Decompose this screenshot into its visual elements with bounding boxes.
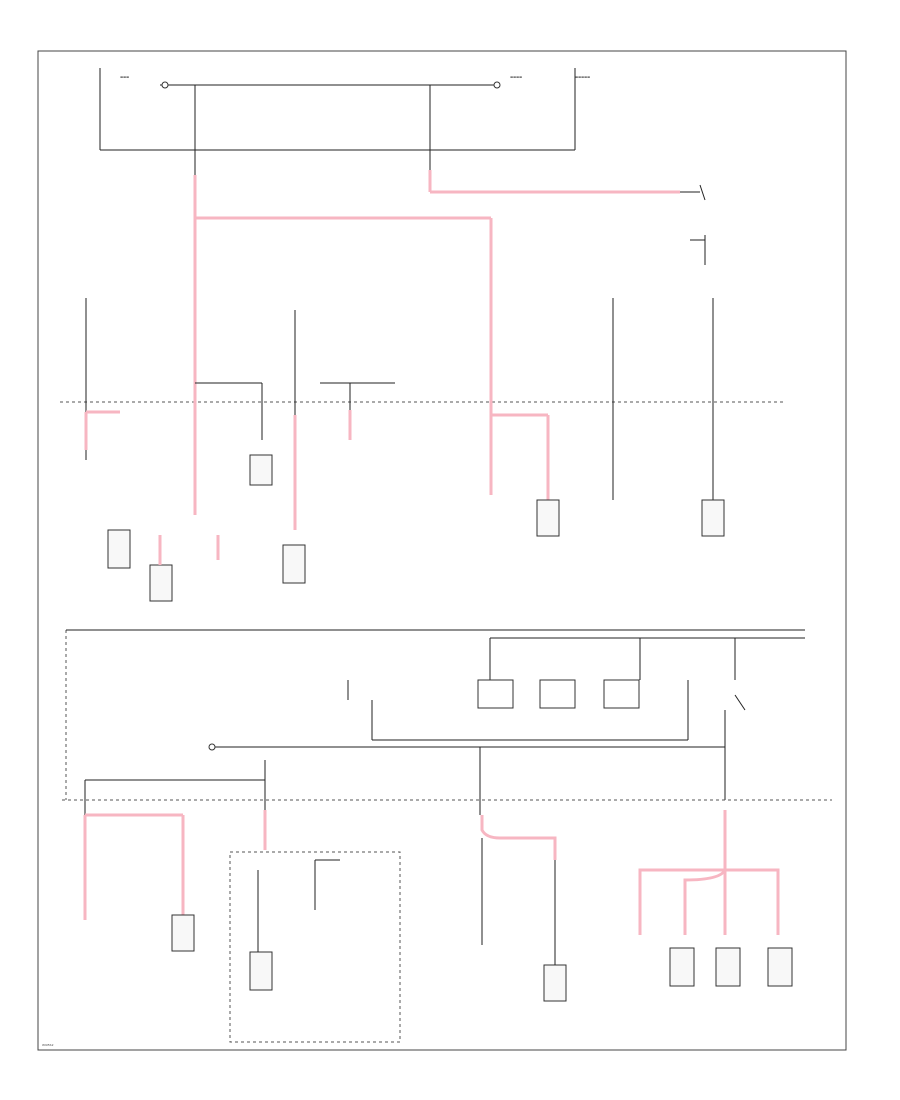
- lower-powered-wires: [83, 810, 780, 935]
- component-box: [701, 499, 725, 537]
- component-row-1: [107, 454, 725, 602]
- underhood-fuse-block: ▬▬▬ ▬▬▬▬ ▬▬▬▬▬: [99, 68, 590, 210]
- component-box: [149, 564, 173, 602]
- component-box: [249, 951, 273, 991]
- instrument-panel-fuse-block: [60, 262, 785, 530]
- upper-powered-wires: [193, 170, 706, 290]
- component-box: [543, 964, 567, 1002]
- component-box: [767, 947, 793, 987]
- svg-text:▬▬▬▬▬: ▬▬▬▬▬: [575, 75, 590, 79]
- svg-text:▬▬▬▬: ▬▬▬▬: [510, 75, 522, 79]
- component-box: [107, 529, 131, 569]
- module-outline: [229, 851, 401, 1043]
- diagram-frame: [37, 50, 847, 1051]
- component-box: [282, 544, 306, 584]
- component-box: [715, 947, 741, 987]
- component-box: [171, 914, 195, 952]
- component-box: [669, 947, 695, 987]
- svg-text:▬▬▬: ▬▬▬: [120, 75, 129, 79]
- component-box: [536, 499, 560, 537]
- lower-distribution: [62, 629, 832, 820]
- component-row-2: [171, 838, 793, 1043]
- diagram-code: W9I5S2: [42, 1043, 54, 1047]
- component-box: [249, 454, 273, 486]
